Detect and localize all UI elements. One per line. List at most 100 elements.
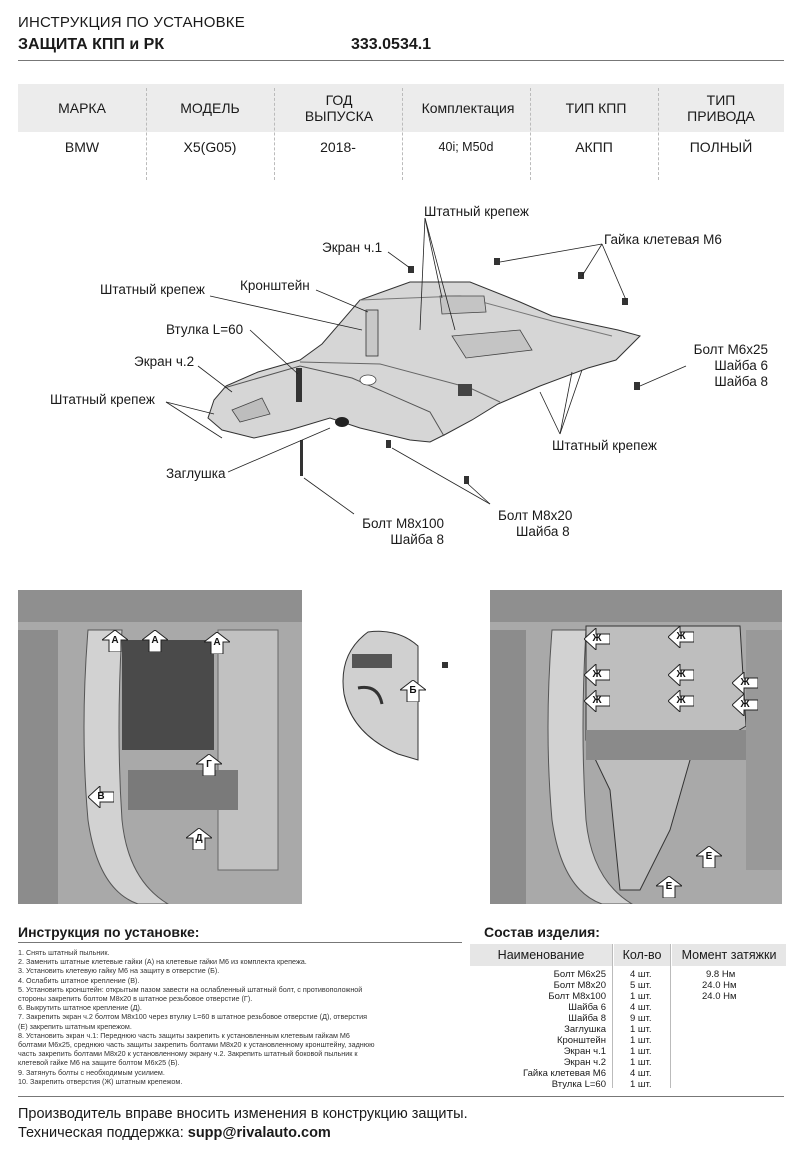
support-line: Техническая поддержка: supp@rivalauto.co… [18,1125,331,1141]
spec-col-year: ГОД ВЫПУСКА [304,92,374,124]
composition-item-qty: 4 шт. [630,969,652,980]
spec-divider [658,88,659,180]
support-email-link[interactable]: supp@rivalauto.com [187,1125,331,1141]
composition-heading: Состав изделия: [484,924,600,940]
footer-divider [18,1096,784,1097]
shield-crease [359,295,613,337]
mark-d: Д [186,828,212,850]
fastener [386,440,391,448]
composition-item-name: Шайба 6 [568,1002,606,1013]
composition-item-qty: 1 шт. [630,991,652,1002]
washer-8-name: Шайба 8 [390,532,444,547]
fastener [408,266,414,273]
underbody-before-illustration [18,590,302,904]
header-divider [18,60,784,61]
exploded-assembly-diagram [165,217,687,515]
composition-divider [612,944,613,1088]
composition-item-torque: 24.0 Нм [702,980,737,991]
fastener [622,298,628,305]
bushing-part [296,368,302,402]
mark-e: Е [656,876,682,898]
label-standard-fastener: Штатный крепеж [424,204,529,219]
spec-brand-value: BMW [64,139,100,155]
composition-item-torque: 9.8 Нм [706,969,736,980]
mark-a: А [204,632,230,654]
instruction-step: 10. Закрепить отверстия (Ж) штатным креп… [18,1076,183,1086]
composition-divider [670,944,671,1088]
fastener [634,382,640,390]
shield-body [207,281,641,443]
composition-item-name: Болт М8х20 [553,980,606,991]
shield-slot [439,295,487,315]
spec-col-drive: ТИП ПРИВОДА [687,92,755,124]
composition-item-name: Заглушка [564,1024,606,1035]
spec-col-model: МОДЕЛЬ [180,100,240,116]
composition-item-qty: 1 шт. [630,1046,652,1057]
composition-item-torque: 24.0 Нм [702,991,737,1002]
instruction-step: 5. Установить кронштейн: открытым пазом … [18,984,363,994]
bracket-foot [458,384,472,396]
instruction-step: болтами М6х25, среднюю часть защиты закр… [18,1040,375,1050]
mark-zh: Ж [584,664,610,686]
product-code: 333.0534.1 [351,36,432,53]
composition-item-name: Кронштейн [556,1035,606,1046]
vehicle-spec-table: МАРКА МОДЕЛЬ ГОД ВЫПУСКА Комплектация ТИ… [18,84,784,184]
composition-col-qty: Кол-во [614,944,670,966]
mark-zh: Ж [668,664,694,686]
instruction-step: 8. Установить экран ч.1: Переднюю часть … [18,1030,350,1040]
shield-hole [359,374,377,386]
bracket-part [365,309,379,357]
composition-item-name: Экран ч.2 [563,1057,606,1068]
label-plug: Заглушка [166,466,226,481]
composition-item-qty: 5 шт. [630,980,652,991]
mark-zh: Ж [668,626,694,648]
bolt-m6x25-name: Болт М6х25 [693,342,768,357]
instruction-step: клетевой гайке М6 на защите болтом М6х25… [18,1058,180,1068]
instruction-step: часть закрепить болтами М8х20 к установл… [18,1049,358,1059]
spec-year-value: 2018- [320,139,356,155]
composition-item-name: Шайба 8 [568,1013,606,1024]
composition-col-name: Наименование [470,944,612,966]
composition-item-qty: 9 шт. [630,1013,652,1024]
label-standard-fastener: Штатный крепеж [100,282,205,297]
label-standard-fastener: Штатный крепеж [50,392,155,407]
mark-zh: Ж [584,628,610,650]
composition-item-qty: 1 шт. [630,1035,652,1046]
spec-col-gearbox: ТИП КПП [565,100,627,116]
label-screen-part2: Экран ч.2 [134,354,195,369]
label-bolt-m6x25: Болт М6х25 Шайба 6 Шайба 8 [688,342,768,390]
detail-view-cage-nut: Б [338,624,448,764]
spec-model-value: X5(G05) [183,139,237,155]
photo-underbody-after: Ж Ж Ж Ж Ж Ж Ж Ж Е Е [490,590,782,904]
spec-table-header [18,84,784,132]
product-name: ЗАЩИТА КПП и РК [18,36,165,53]
mark-v: В [88,786,114,808]
composition-item-name: Втулка L=60 [551,1079,606,1090]
spec-divider [402,88,403,180]
instruction-step: 3. Установить клетевую гайку М6 на защит… [18,966,220,976]
instruction-step: 1. Снять штатный пыльник. [18,948,110,957]
instruction-step: 9. Затянуть болты с необходимым усилием. [18,1067,165,1077]
spec-divider [530,88,531,180]
spec-drive-value: ПОЛНЫЙ [689,139,753,155]
label-bracket: Кронштейн [240,278,310,293]
label-bushing: Втулка L=60 [166,322,244,337]
shield-crease [299,361,501,403]
composition-item-qty: 1 шт. [630,1079,652,1090]
composition-item-qty: 1 шт. [630,1057,652,1068]
label-screen-part1: Экран ч.1 [322,240,383,255]
instruction-step: 6. Выкрутить штатное крепление (Д). [18,1003,142,1013]
mark-a: А [142,630,168,652]
bolt-m8x100-name: Болт М8х100 [362,516,444,531]
label-cage-nut: Гайка клетевая М6 [604,232,722,247]
washer-6-name: Шайба 6 [714,358,768,373]
instructions-list: 1. Снять штатный пыльник. 2. Заменить шт… [18,948,458,1086]
shield-slot [451,329,533,359]
cage-nut-detail-illustration [342,630,448,761]
mark-a: А [102,630,128,652]
composition-item-name: Болт М6х25 [553,969,606,980]
document-title: ИНСТРУКЦИЯ ПО УСТАНОВКЕ [18,14,245,31]
composition-item-name: Гайка клетевая М6 [523,1068,606,1079]
shield-slot [231,397,271,423]
composition-item-qty: 4 шт. [630,1068,652,1079]
